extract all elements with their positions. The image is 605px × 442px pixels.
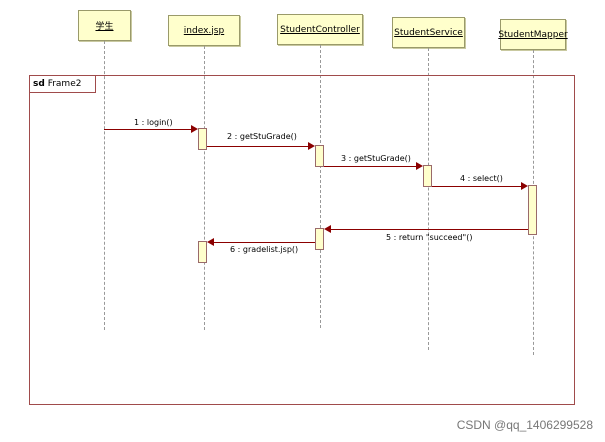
- message-1-line[interactable]: [104, 129, 192, 130]
- lifeline-student-dash: [104, 41, 105, 330]
- message-4-arrowhead: [521, 182, 528, 190]
- message-2-label: 2 : getStuGrade(): [227, 132, 297, 141]
- message-1-arrowhead: [191, 125, 198, 133]
- message-6-arrowhead: [207, 238, 214, 246]
- activation-index-jsp-2: [198, 241, 207, 263]
- sequence-frame: sd Frame2: [29, 75, 575, 405]
- lifeline-index-jsp[interactable]: index.jsp: [168, 15, 240, 46]
- activation-controller-2: [315, 228, 324, 250]
- message-1-label: 1 : login(): [134, 118, 173, 127]
- message-3-arrowhead: [416, 162, 423, 170]
- message-4-label: 4 : select(): [460, 174, 503, 183]
- message-6-label: 6 : gradelist.jsp(): [230, 245, 299, 254]
- lifeline-student-service[interactable]: StudentService: [392, 17, 465, 48]
- lifeline-student-controller[interactable]: StudentController: [277, 14, 363, 45]
- frame-title: sd Frame2: [30, 76, 97, 93]
- message-3-line[interactable]: [324, 166, 417, 167]
- activation-mapper-1: [528, 185, 537, 235]
- activation-service-1: [423, 165, 432, 187]
- message-4-line[interactable]: [432, 186, 522, 187]
- lifeline-index-jsp-dash: [204, 46, 205, 330]
- message-5-label: 5 : return "succeed"(): [386, 233, 473, 242]
- message-3-label: 3 : getStuGrade(): [341, 154, 411, 163]
- lifeline-student-mapper[interactable]: StudentMapper: [498, 19, 568, 50]
- activation-controller-1: [315, 145, 324, 167]
- activation-index-jsp-1: [198, 128, 207, 150]
- message-2-arrowhead: [308, 142, 315, 150]
- message-6-line[interactable]: [213, 242, 315, 243]
- lifeline-student-controller-dash: [320, 45, 321, 328]
- lifeline-student[interactable]: 学生: [78, 10, 131, 41]
- watermark-text: CSDN @qq_1406299528: [456, 418, 593, 432]
- frame-keyword: sd: [33, 79, 45, 89]
- frame-name: Frame2: [47, 79, 82, 89]
- message-2-line[interactable]: [207, 146, 309, 147]
- lifeline-student-service-dash: [428, 48, 429, 350]
- message-5-line[interactable]: [330, 229, 528, 230]
- message-5-arrowhead: [324, 225, 331, 233]
